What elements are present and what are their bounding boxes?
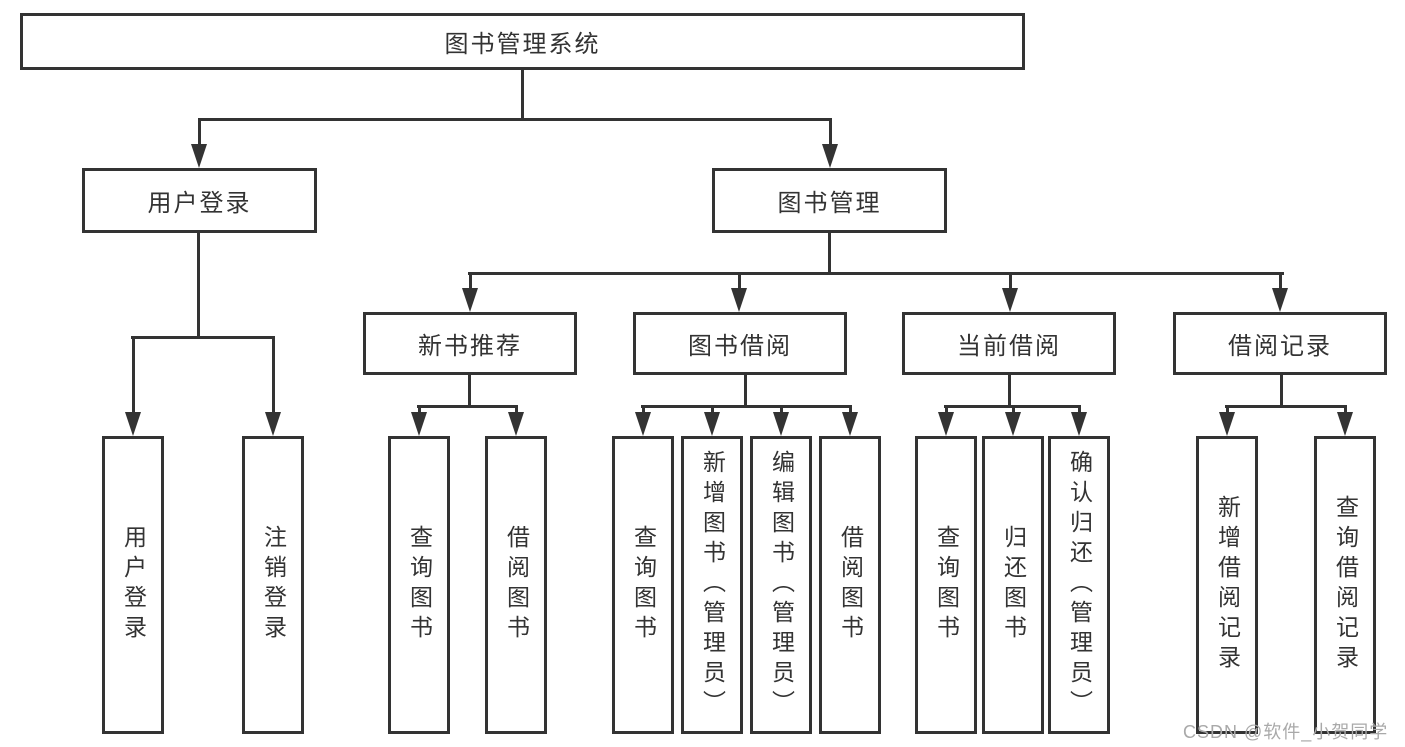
connector-user-branch bbox=[131, 336, 275, 339]
leaf-borrow-query: 查询图书 bbox=[612, 436, 674, 734]
node-borrow-records: 借阅记录 bbox=[1173, 312, 1387, 375]
arrow-down-icon bbox=[1005, 405, 1021, 436]
leaf-borrow-add-admin: 新增图书（管理员） bbox=[681, 436, 743, 734]
arrow-down-icon bbox=[411, 405, 427, 436]
node-root: 图书管理系统 bbox=[20, 13, 1025, 70]
arrow-down-icon bbox=[1337, 405, 1353, 436]
connector-newbook-stem bbox=[468, 375, 471, 405]
leaf-newbook-query-label: 查询图书 bbox=[406, 525, 433, 645]
node-user-login-label: 用户登录 bbox=[147, 190, 252, 217]
node-current-borrow: 当前借阅 bbox=[902, 312, 1116, 375]
arrow-down-icon bbox=[462, 272, 478, 312]
leaf-current-return-label: 归还图书 bbox=[1000, 525, 1027, 645]
leaf-newbook-borrow: 借阅图书 bbox=[485, 436, 547, 734]
leaf-borrow-book-label: 借阅图书 bbox=[837, 525, 864, 645]
node-new-book-recommend-label: 新书推荐 bbox=[418, 333, 522, 360]
node-root-label: 图书管理系统 bbox=[444, 31, 601, 58]
arrow-down-icon bbox=[125, 336, 141, 436]
connector-current-stem bbox=[1008, 375, 1011, 405]
leaf-borrow-edit-admin-label: 编辑图书（管理员） bbox=[768, 450, 795, 720]
node-book-management: 图书管理 bbox=[712, 168, 947, 233]
connector-borrow-stem bbox=[744, 375, 747, 405]
connector-root-branch bbox=[198, 118, 832, 121]
arrow-down-icon bbox=[1002, 272, 1018, 312]
arrow-down-icon bbox=[1272, 272, 1288, 312]
leaf-user-login: 用户登录 bbox=[102, 436, 164, 734]
connector-newbook-branch bbox=[417, 405, 518, 408]
arrow-down-icon bbox=[842, 405, 858, 436]
leaf-records-query: 查询借阅记录 bbox=[1314, 436, 1376, 734]
leaf-current-query: 查询图书 bbox=[915, 436, 977, 734]
arrow-down-icon bbox=[704, 405, 720, 436]
connector-borrow-branch bbox=[641, 405, 852, 408]
leaf-borrow-book: 借阅图书 bbox=[819, 436, 881, 734]
connector-records-branch bbox=[1225, 405, 1347, 408]
arrow-down-icon bbox=[191, 118, 207, 168]
leaf-borrow-add-admin-label: 新增图书（管理员） bbox=[699, 450, 726, 720]
connector-root-stem bbox=[521, 70, 524, 118]
leaf-logout-label: 注销登录 bbox=[260, 525, 287, 645]
arrow-down-icon bbox=[265, 336, 281, 436]
arrow-down-icon bbox=[1071, 405, 1087, 436]
csdn-watermark: CSDN @软件_小贺同学 bbox=[1183, 722, 1389, 742]
node-borrow-records-label: 借阅记录 bbox=[1228, 333, 1332, 360]
arrow-down-icon bbox=[508, 405, 524, 436]
leaf-current-confirm-admin-label: 确认归还（管理员） bbox=[1066, 450, 1093, 720]
leaf-newbook-query: 查询图书 bbox=[388, 436, 450, 734]
leaf-borrow-query-label: 查询图书 bbox=[630, 525, 657, 645]
leaf-current-confirm-admin: 确认归还（管理员） bbox=[1048, 436, 1110, 734]
connector-mgmt-stem bbox=[828, 233, 831, 272]
leaf-newbook-borrow-label: 借阅图书 bbox=[503, 525, 530, 645]
leaf-records-add-label: 新增借阅记录 bbox=[1214, 495, 1241, 675]
arrow-down-icon bbox=[822, 118, 838, 168]
leaf-user-login-label: 用户登录 bbox=[120, 525, 147, 645]
connector-mgmt-branch bbox=[468, 272, 1284, 275]
leaf-current-return: 归还图书 bbox=[982, 436, 1044, 734]
node-book-management-label: 图书管理 bbox=[777, 190, 882, 217]
node-current-borrow-label: 当前借阅 bbox=[957, 333, 1061, 360]
arrow-down-icon bbox=[773, 405, 789, 436]
arrow-down-icon bbox=[938, 405, 954, 436]
connector-user-stem bbox=[197, 233, 200, 336]
leaf-records-add: 新增借阅记录 bbox=[1196, 436, 1258, 734]
leaf-logout: 注销登录 bbox=[242, 436, 304, 734]
arrow-down-icon bbox=[635, 405, 651, 436]
leaf-borrow-edit-admin: 编辑图书（管理员） bbox=[750, 436, 812, 734]
node-user-login: 用户登录 bbox=[82, 168, 317, 233]
arrow-down-icon bbox=[1219, 405, 1235, 436]
node-book-borrow-label: 图书借阅 bbox=[688, 333, 792, 360]
arrow-down-icon bbox=[731, 272, 747, 312]
leaf-current-query-label: 查询图书 bbox=[933, 525, 960, 645]
node-book-borrow: 图书借阅 bbox=[633, 312, 847, 375]
leaf-records-query-label: 查询借阅记录 bbox=[1332, 495, 1359, 675]
connector-records-stem bbox=[1280, 375, 1283, 405]
node-new-book-recommend: 新书推荐 bbox=[363, 312, 577, 375]
